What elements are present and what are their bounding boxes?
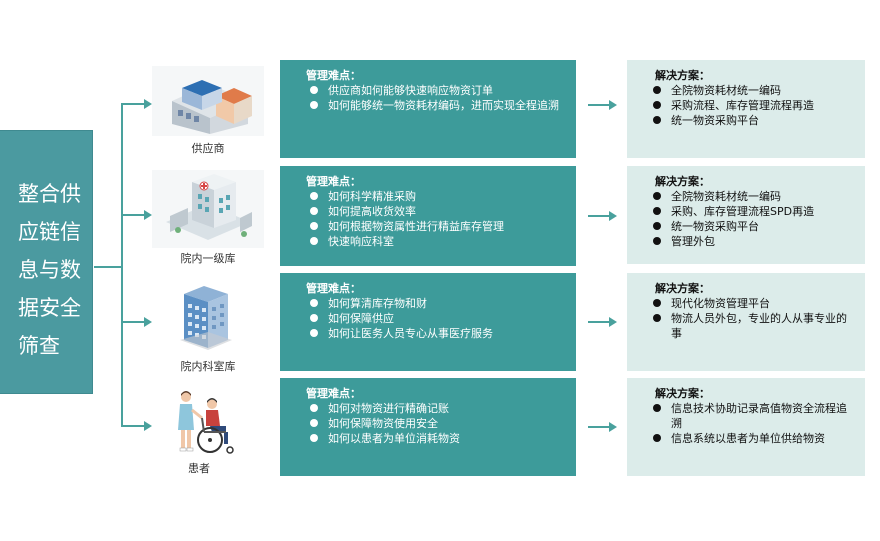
branch-arrow-2 <box>144 210 152 220</box>
trunk-vertical <box>121 103 123 426</box>
solution-item: 采购流程、库存管理流程再造 <box>649 98 855 113</box>
main-title-line: 整合供 <box>18 182 81 206</box>
problem-item: 如何保障物资使用安全 <box>306 416 566 431</box>
problem-item: 如何算清库存物和财 <box>306 296 566 311</box>
problem-item: 快速响应科室 <box>306 234 566 249</box>
branch-arrow-3 <box>144 317 152 327</box>
solution-item: 统一物资采购平台 <box>649 113 855 128</box>
branch-line-2 <box>121 214 145 216</box>
problem-title: 管理难点： <box>306 175 361 188</box>
solution-item: 采购、库存管理流程SPD再造 <box>649 204 855 219</box>
problem-title: 管理难点： <box>306 282 361 295</box>
main-title-line: 应链信 <box>18 220 81 244</box>
solution-item: 全院物资耗材统一编码 <box>649 189 855 204</box>
problem-item: 如何让医务人员专心从事医疗服务 <box>306 326 566 341</box>
solution-item: 统一物资采购平台 <box>649 219 855 234</box>
problem-item: 如何提高收货效率 <box>306 204 566 219</box>
problem-box: 管理难点： 如何科学精准采购 如何提高收货效率 如何根据物资属性进行精益库存管理… <box>280 166 576 266</box>
solution-title: 解决方案： <box>655 69 710 82</box>
supplier-building-icon <box>152 66 264 136</box>
mid-arrow-1 <box>609 100 617 110</box>
mid-arrow-2 <box>609 211 617 221</box>
branch-line-3 <box>121 321 145 323</box>
problem-item: 如何保障供应 <box>306 311 566 326</box>
solution-title: 解决方案： <box>655 175 710 188</box>
problem-title: 管理难点： <box>306 387 361 400</box>
branch-arrow-4 <box>144 421 152 431</box>
problem-box: 管理难点： 如何对物资进行精确记账 如何保障物资使用安全 如何以患者为单位消耗物… <box>280 378 576 476</box>
mid-arrow-line-2 <box>588 215 610 217</box>
problem-item: 如何能够统一物资耗材编码，进而实现全程追溯 <box>306 98 566 113</box>
branch-arrow-1 <box>144 99 152 109</box>
problem-title: 管理难点： <box>306 69 361 82</box>
problem-box: 管理难点： 供应商如何能够快速响应物资订单 如何能够统一物资耗材编码，进而实现全… <box>280 60 576 158</box>
problem-box: 管理难点： 如何算清库存物和财 如何保障供应 如何让医务人员专心从事医疗服务 <box>280 273 576 371</box>
solution-item: 物流人员外包，专业的人从事专业的事 <box>649 311 855 341</box>
mid-arrow-3 <box>609 317 617 327</box>
row-caption: 供应商 <box>191 142 225 155</box>
trunk-horizontal <box>94 266 122 268</box>
row-caption: 院内一级库 <box>180 252 236 265</box>
row-caption: 患者 <box>188 462 210 475</box>
solution-box: 解决方案： 信息技术协助记录高值物资全流程追溯 信息系统以患者为单位供给物资 <box>627 378 865 476</box>
solution-item: 信息系统以患者为单位供给物资 <box>649 431 855 446</box>
mid-arrow-line-4 <box>588 426 610 428</box>
solution-item: 管理外包 <box>649 234 855 249</box>
solution-title: 解决方案： <box>655 387 710 400</box>
problem-item: 如何科学精准采购 <box>306 189 566 204</box>
solution-title: 解决方案： <box>655 282 710 295</box>
solution-item: 全院物资耗材统一编码 <box>649 83 855 98</box>
branch-line-1 <box>121 103 145 105</box>
problem-item: 如何根据物资属性进行精益库存管理 <box>306 219 566 234</box>
main-title-line: 筛查 <box>18 334 60 358</box>
mid-arrow-line-1 <box>588 104 610 106</box>
mid-arrow-line-3 <box>588 321 610 323</box>
office-building-icon <box>176 282 236 350</box>
row-caption: 院内科室库 <box>180 360 236 373</box>
patient-wheelchair-icon <box>170 388 242 456</box>
main-title-box: 整合供 应链信 息与数 据安全 筛查 <box>0 130 93 394</box>
solution-box: 解决方案： 全院物资耗材统一编码 采购、库存管理流程SPD再造 统一物资采购平台… <box>627 166 865 264</box>
problem-item: 如何对物资进行精确记账 <box>306 401 566 416</box>
solution-box: 解决方案： 全院物资耗材统一编码 采购流程、库存管理流程再造 统一物资采购平台 <box>627 60 865 158</box>
main-title-line: 息与数 <box>18 258 81 282</box>
branch-line-4 <box>121 425 145 427</box>
problem-item: 如何以患者为单位消耗物资 <box>306 431 566 446</box>
hospital-building-icon <box>152 170 264 248</box>
main-title-line: 据安全 <box>18 296 81 320</box>
problem-item: 供应商如何能够快速响应物资订单 <box>306 83 566 98</box>
mid-arrow-4 <box>609 422 617 432</box>
solution-box: 解决方案： 现代化物资管理平台 物流人员外包，专业的人从事专业的事 <box>627 273 865 371</box>
solution-item: 现代化物资管理平台 <box>649 296 855 311</box>
solution-item: 信息技术协助记录高值物资全流程追溯 <box>649 401 855 431</box>
